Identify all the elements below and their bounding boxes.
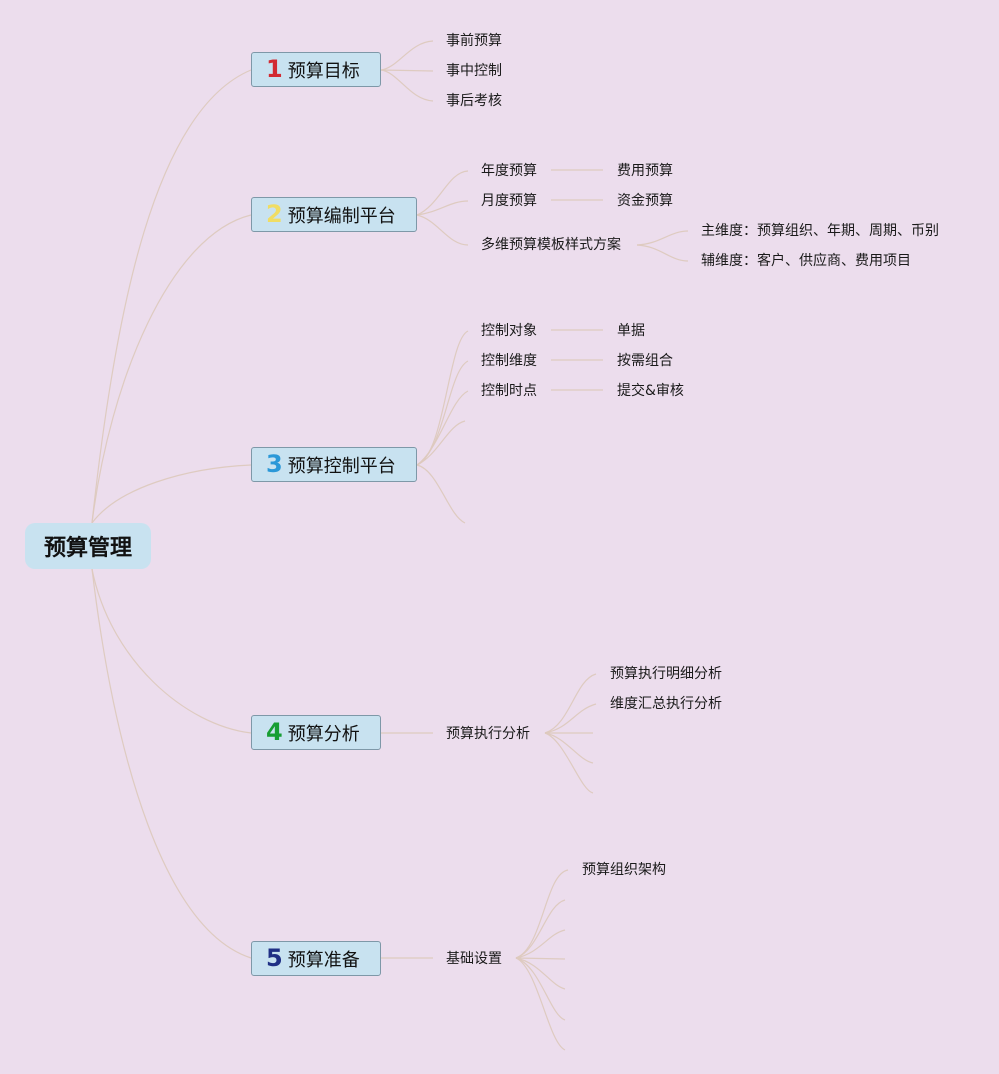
branch-4-detail-2[interactable]: 维度汇总执行分析 (610, 696, 722, 712)
branch-2-node[interactable]: 2 预算编制平台 (251, 197, 417, 232)
branch-3-detail-3[interactable]: 提交&审核 (617, 383, 684, 399)
branch-5-node[interactable]: 5 预算准备 (251, 941, 381, 976)
branch-2-item-2[interactable]: 月度预算 (481, 193, 537, 209)
root-to-branch-3-connector (91, 464, 252, 524)
branch-5-number: 5 (266, 943, 283, 972)
branch-5-label: 预算准备 (287, 949, 360, 971)
branch-5-detail-1[interactable]: 预算组织架构 (582, 862, 666, 878)
branch-2-dimension-2-connector (636, 244, 689, 262)
branch-3-item-1[interactable]: 控制对象 (481, 323, 537, 339)
branch-2-dimension-detail-1[interactable]: 主维度：预算组织、年期、周期、币别 (701, 223, 939, 239)
branch-1-item-3[interactable]: 事后考核 (446, 93, 502, 109)
branch-5-empty-connector-2 (515, 929, 566, 959)
branch-3-detail-2[interactable]: 按需组合 (617, 353, 673, 369)
branch-2-label: 预算编制平台 (287, 205, 396, 227)
branch-4-detail-2-connector (544, 703, 597, 734)
branch-5-detail-1-connector (515, 869, 569, 959)
branch-3-detail-1[interactable]: 单据 (617, 323, 645, 339)
branch-4-empty-connector-2 (544, 732, 594, 764)
branch-2-dimension-detail-2[interactable]: 辅维度：客户、供应商、费用项目 (701, 253, 911, 269)
branch-1-item-1[interactable]: 事前预算 (446, 33, 502, 49)
branch-2-item-2-connector (416, 200, 469, 216)
root-to-branch-2-connector (91, 214, 252, 524)
branch-1-item-3-connector (380, 69, 434, 102)
root-node[interactable]: 预算管理 (25, 523, 151, 569)
branch-2-item-1[interactable]: 年度预算 (481, 163, 537, 179)
branch-4-label: 预算分析 (287, 723, 360, 745)
branch-4-node[interactable]: 4 预算分析 (251, 715, 381, 750)
root-to-branch-1-connector (91, 69, 252, 524)
branch-5-empty-connector-5 (515, 957, 566, 1021)
branch-2-item-3-connector (416, 214, 469, 246)
branch-3-item-2[interactable]: 控制维度 (481, 353, 537, 369)
branch-1-label: 预算目标 (287, 60, 360, 82)
branch-1-node[interactable]: 1 预算目标 (251, 52, 381, 87)
branch-2-dimension-1-connector (636, 230, 689, 246)
branch-1-item-2-connector (380, 69, 434, 72)
branch-4-empty-connector-3 (544, 732, 594, 794)
branch-3-item-3-connector (416, 390, 469, 466)
branch-3-empty-connector-1 (416, 420, 466, 466)
branch-2-item-3[interactable]: 多维预算模板样式方案 (481, 237, 621, 253)
branch-5-empty-connector-6 (515, 957, 566, 1051)
branch-3-empty-connector-2 (416, 464, 466, 524)
branch-5-empty-connector-1 (515, 899, 566, 959)
branch-2-detail-1[interactable]: 费用预算 (617, 163, 673, 179)
branch-3-number: 3 (266, 449, 283, 478)
branch-2-detail-2[interactable]: 资金预算 (617, 193, 673, 209)
branch-3-item-3[interactable]: 控制时点 (481, 383, 537, 399)
branch-2-item-1-connector (416, 170, 469, 216)
branch-5-item-1[interactable]: 基础设置 (446, 951, 502, 967)
branch-4-item-1[interactable]: 预算执行分析 (446, 726, 530, 742)
branch-1-item-1-connector (380, 40, 434, 71)
branch-4-detail-1[interactable]: 预算执行明细分析 (610, 666, 722, 682)
branch-5-empty-connector-3 (515, 957, 566, 960)
root-to-branch-4-connector (91, 568, 252, 734)
branch-2-number: 2 (266, 199, 283, 228)
branch-4-detail-1-connector (544, 673, 597, 734)
root-label: 预算管理 (43, 536, 132, 561)
branch-5-empty-connector-4 (515, 957, 566, 990)
branch-4-number: 4 (266, 717, 283, 746)
branch-3-label: 预算控制平台 (287, 455, 396, 477)
root-to-branch-5-connector (91, 568, 252, 959)
branch-3-node[interactable]: 3 预算控制平台 (251, 447, 417, 482)
branch-1-item-2[interactable]: 事中控制 (446, 63, 502, 79)
branch-1-number: 1 (266, 54, 283, 83)
